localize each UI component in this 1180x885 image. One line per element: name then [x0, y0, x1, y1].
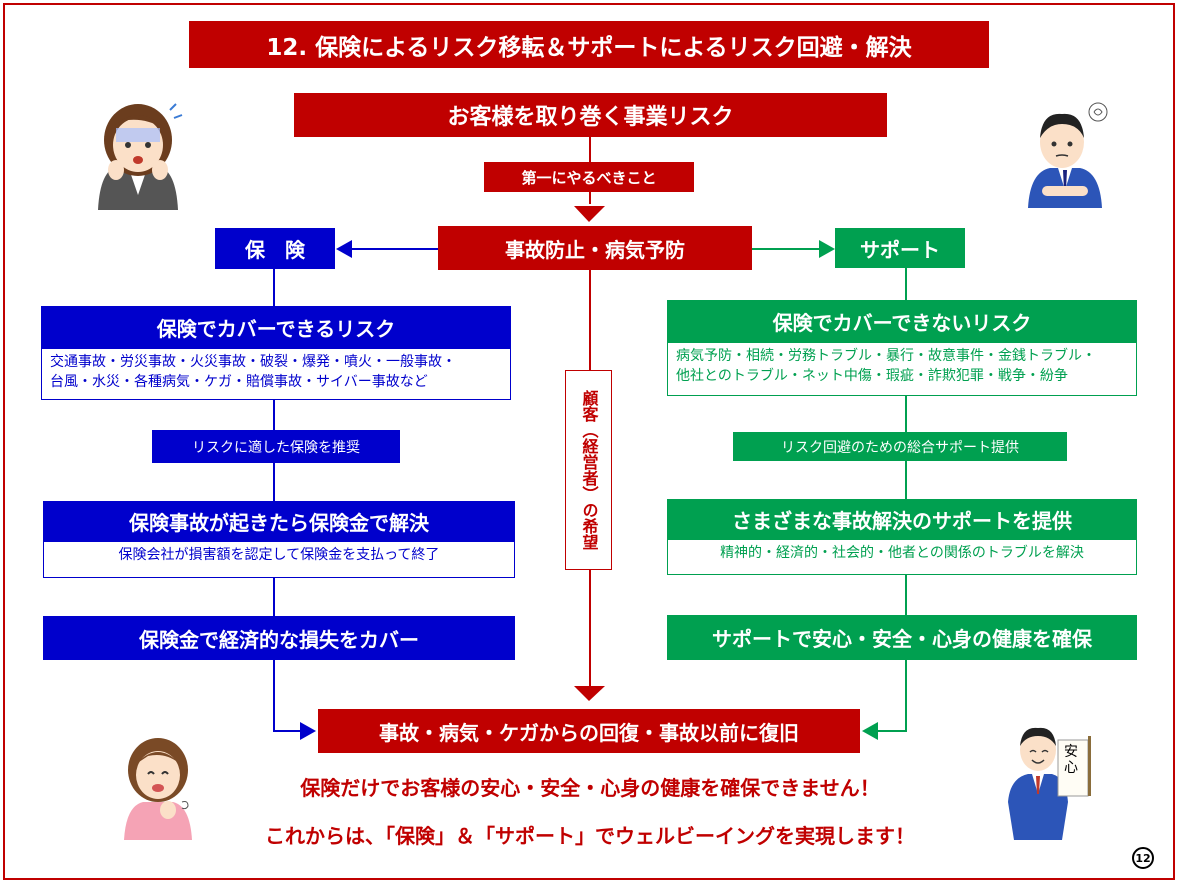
message-line-1: 保険だけでお客様の安心・安全・心身の健康を確保できません！	[300, 776, 880, 800]
connector-line	[589, 270, 591, 370]
thinking-man-icon	[1028, 102, 1108, 208]
covered-risk-line: 台風・水災・各種病気・ケガ・賠償事故・サイバー事故など	[50, 374, 428, 390]
connector-line	[589, 570, 591, 688]
connector-line	[273, 463, 275, 501]
insurance-claim-desc: 保険会社が損害額を認定して保険金を支払って終了	[43, 541, 515, 578]
uncovered-risk-list: 病気予防・相続・労務トラブル・暴行・故意事件・金銭トラブル・ 他社とのトラブル・…	[667, 342, 1137, 396]
connector-line	[905, 396, 907, 432]
arrow-right-icon	[819, 240, 835, 258]
support-desc-text: 精神的・経済的・社会的・他者との関係のトラブルを解決	[720, 545, 1084, 561]
business-risk-box: お客様を取り巻く事業リスク	[294, 93, 887, 137]
arrow-right-icon	[300, 722, 316, 740]
connector-line	[905, 268, 907, 300]
customer-wish-label: 顧客（経営者）の希望	[565, 370, 612, 570]
insurance-claim-title: 保険事故が起きたら保険金で解決	[43, 501, 515, 541]
message-line-2: これからは、「保険」＆「サポート」でウェルビーイングを実現します！	[265, 824, 915, 848]
insurance-claim-desc-text: 保険会社が損害額を認定して保険金を支払って終了	[118, 547, 440, 563]
cover-loss-box: 保険金で経済的な損失をカバー	[43, 616, 515, 660]
arrow-down-icon	[574, 206, 605, 222]
sign-text: 安心	[1064, 744, 1078, 776]
arrow-left-icon	[862, 722, 878, 740]
uncovered-risk-line: 病気予防・相続・労務トラブル・暴行・故意事件・金銭トラブル・	[676, 348, 1096, 364]
businessman-sign-icon	[1008, 727, 1091, 840]
connector-line	[273, 660, 275, 732]
secure-box: サポートで安心・安全・心身の健康を確保	[667, 615, 1137, 660]
recommend-label: リスクに適した保険を推奨	[152, 430, 400, 463]
connector-line	[589, 137, 591, 162]
covered-risk-line: 交通事故・労災事故・火災事故・破裂・爆発・噴火・一般事故・	[50, 354, 456, 370]
covered-risk-list: 交通事故・労災事故・火災事故・破裂・爆発・噴火・一般事故・ 台風・水災・各種病気…	[41, 348, 511, 400]
support-title: さまざまな事故解決のサポートを提供	[667, 499, 1137, 539]
page-frame	[3, 3, 1175, 880]
connector-line	[273, 400, 275, 430]
connector-line	[589, 192, 591, 204]
support-label: リスク回避のための総合サポート提供	[733, 432, 1067, 461]
prevention-box: 事故防止・病気予防	[438, 226, 752, 270]
page-number: 12	[1132, 847, 1154, 869]
insurance-head: 保 険	[215, 228, 335, 269]
happy-woman-icon	[124, 738, 192, 840]
connector-line	[905, 461, 907, 499]
connector-line	[273, 268, 275, 306]
support-desc: 精神的・経済的・社会的・他者との関係のトラブルを解決	[667, 539, 1137, 575]
uncovered-risk-title: 保険でカバーできないリスク	[667, 300, 1137, 342]
recovery-box: 事故・病気・ケガからの回復・事故以前に復旧	[318, 709, 860, 753]
connector-line	[752, 248, 822, 250]
arrow-down-icon	[574, 686, 605, 701]
connector-line	[273, 578, 275, 616]
page-title: 12. 保険によるリスク移転＆サポートによるリスク回避・解決	[189, 21, 989, 68]
covered-risk-title: 保険でカバーできるリスク	[41, 306, 511, 348]
connector-line	[273, 730, 303, 732]
first-step-label: 第一にやるべきこと	[484, 162, 694, 192]
worried-woman-icon	[98, 103, 183, 210]
support-head: サポート	[835, 228, 965, 268]
connector-line	[877, 730, 907, 732]
connector-line	[905, 575, 907, 615]
arrow-left-icon	[336, 240, 352, 258]
uncovered-risk-line: 他社とのトラブル・ネット中傷・瑕疵・詐欺犯罪・戦争・紛争	[676, 368, 1068, 384]
connector-line	[350, 248, 438, 250]
connector-line	[905, 660, 907, 732]
